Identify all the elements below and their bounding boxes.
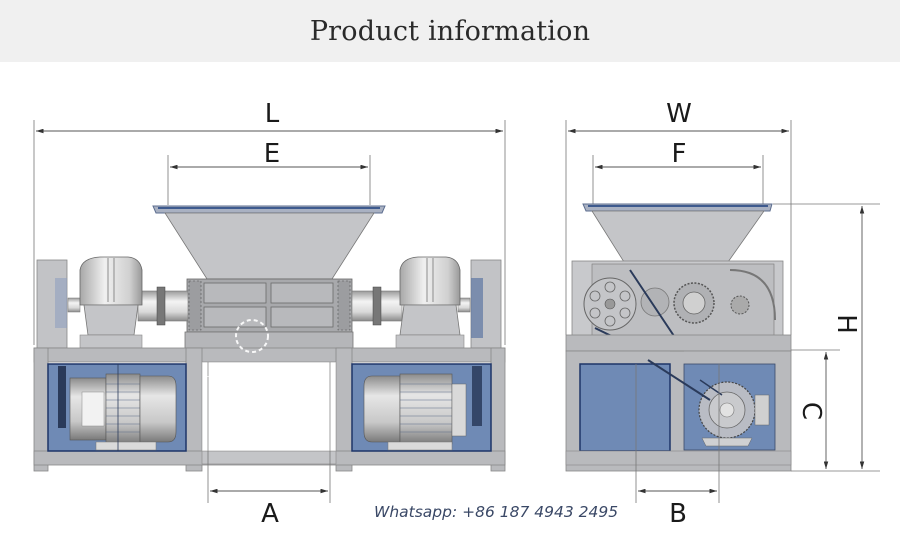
label-f: F (672, 139, 687, 169)
watermark-text: TIAN ZHONG (206, 375, 281, 386)
label-b: B (669, 499, 687, 529)
whatsapp-contact: Whatsapp: +86 187 4943 2495 (374, 503, 619, 521)
dimension-b: B (635, 364, 720, 529)
right-shaft-coupling (351, 286, 471, 326)
dimension-f: F (592, 139, 764, 205)
label-h: H (831, 314, 861, 334)
side-gear-housing (571, 260, 784, 351)
label-c: C (796, 402, 826, 420)
left-gearbox (36, 256, 143, 349)
front-base-frame (33, 347, 506, 472)
hopper (152, 205, 386, 280)
dimension-e: E (167, 139, 371, 205)
dimension-w: W (565, 99, 792, 335)
dimension-c: C (791, 349, 840, 469)
right-gearbox (395, 256, 502, 349)
label-w: W (666, 99, 692, 129)
front-view: L E (33, 99, 506, 529)
dimension-l: L (33, 99, 506, 345)
left-shaft-coupling (67, 286, 189, 326)
right-motor-cabinet (351, 363, 492, 452)
label-a: A (261, 499, 279, 529)
side-hopper (582, 203, 773, 263)
side-motor (647, 359, 770, 447)
left-motor-cabinet (47, 363, 187, 452)
watermark-logo: TIAN ZHONG (206, 319, 281, 386)
dimension-h: H (773, 203, 880, 472)
page-title: Product information (309, 15, 591, 47)
label-e: E (264, 139, 280, 169)
label-l: L (265, 99, 280, 129)
cutting-chamber (184, 278, 354, 351)
header-bar: Product information (0, 0, 900, 62)
side-view: W F (565, 99, 880, 529)
dimension-a: A (207, 451, 331, 529)
